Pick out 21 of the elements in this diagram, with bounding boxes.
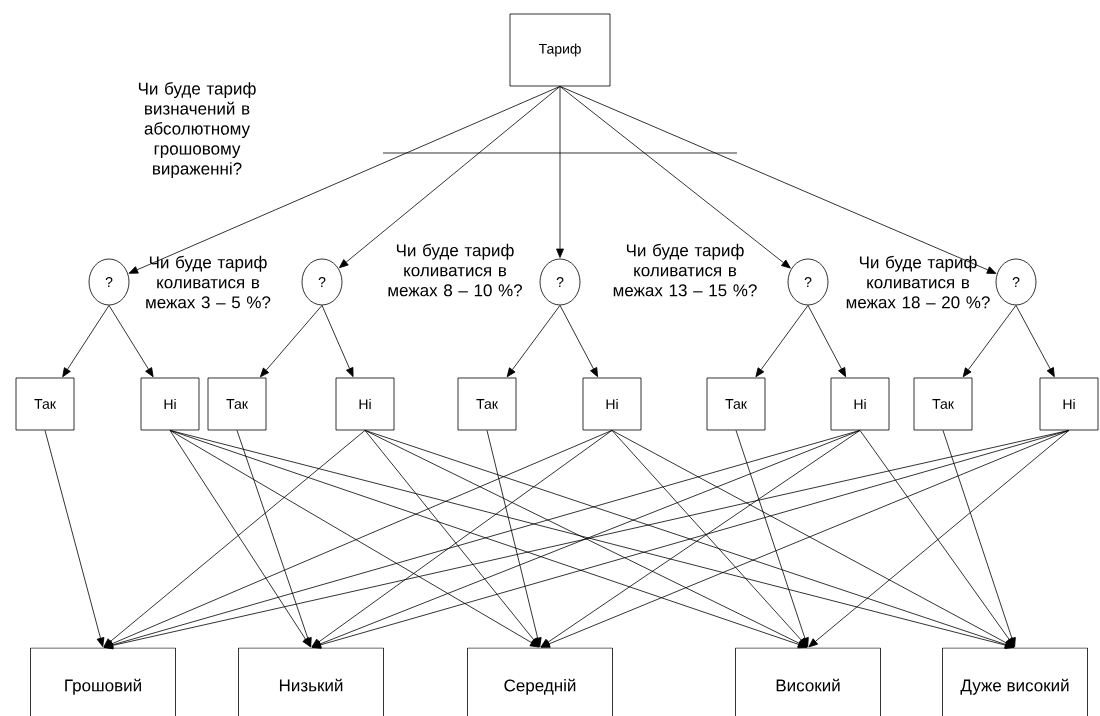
outcome-box: Низький (238, 647, 384, 716)
process-box: Так (457, 377, 517, 431)
question-text: Чи буде тариф коливатися в межах 8 – 10 %? (388, 243, 522, 297)
outcome-box: Високий (735, 647, 881, 716)
outcome-box: Дуже високий (942, 647, 1088, 716)
process-box: Ні (335, 377, 395, 431)
process-box: Тариф (509, 13, 611, 87)
process-box: Так (913, 377, 973, 431)
question-text: Чи буде тариф коливатися в межах 3 – 5 %? (146, 255, 271, 309)
outcome-box: Грошовий (30, 647, 176, 716)
process-box: Ні (140, 377, 200, 431)
question-text: Чи буде тариф коливатися в межах 13 – 15 %? (613, 243, 757, 297)
process-box: Ні (1039, 377, 1099, 431)
process-box: Так (207, 377, 267, 431)
question-text: Чи буде тариф коливатися в межах 18 – 20 %? (846, 255, 990, 309)
process-box: Так (15, 377, 75, 431)
question-text: Чи буде тариф визначений в абсолютному грошовому вираженні? (138, 82, 256, 178)
process-box: Ні (830, 377, 890, 431)
outcome-box: Середній (467, 647, 613, 716)
process-box: Ні (582, 377, 642, 431)
process-box: Так (706, 377, 766, 431)
